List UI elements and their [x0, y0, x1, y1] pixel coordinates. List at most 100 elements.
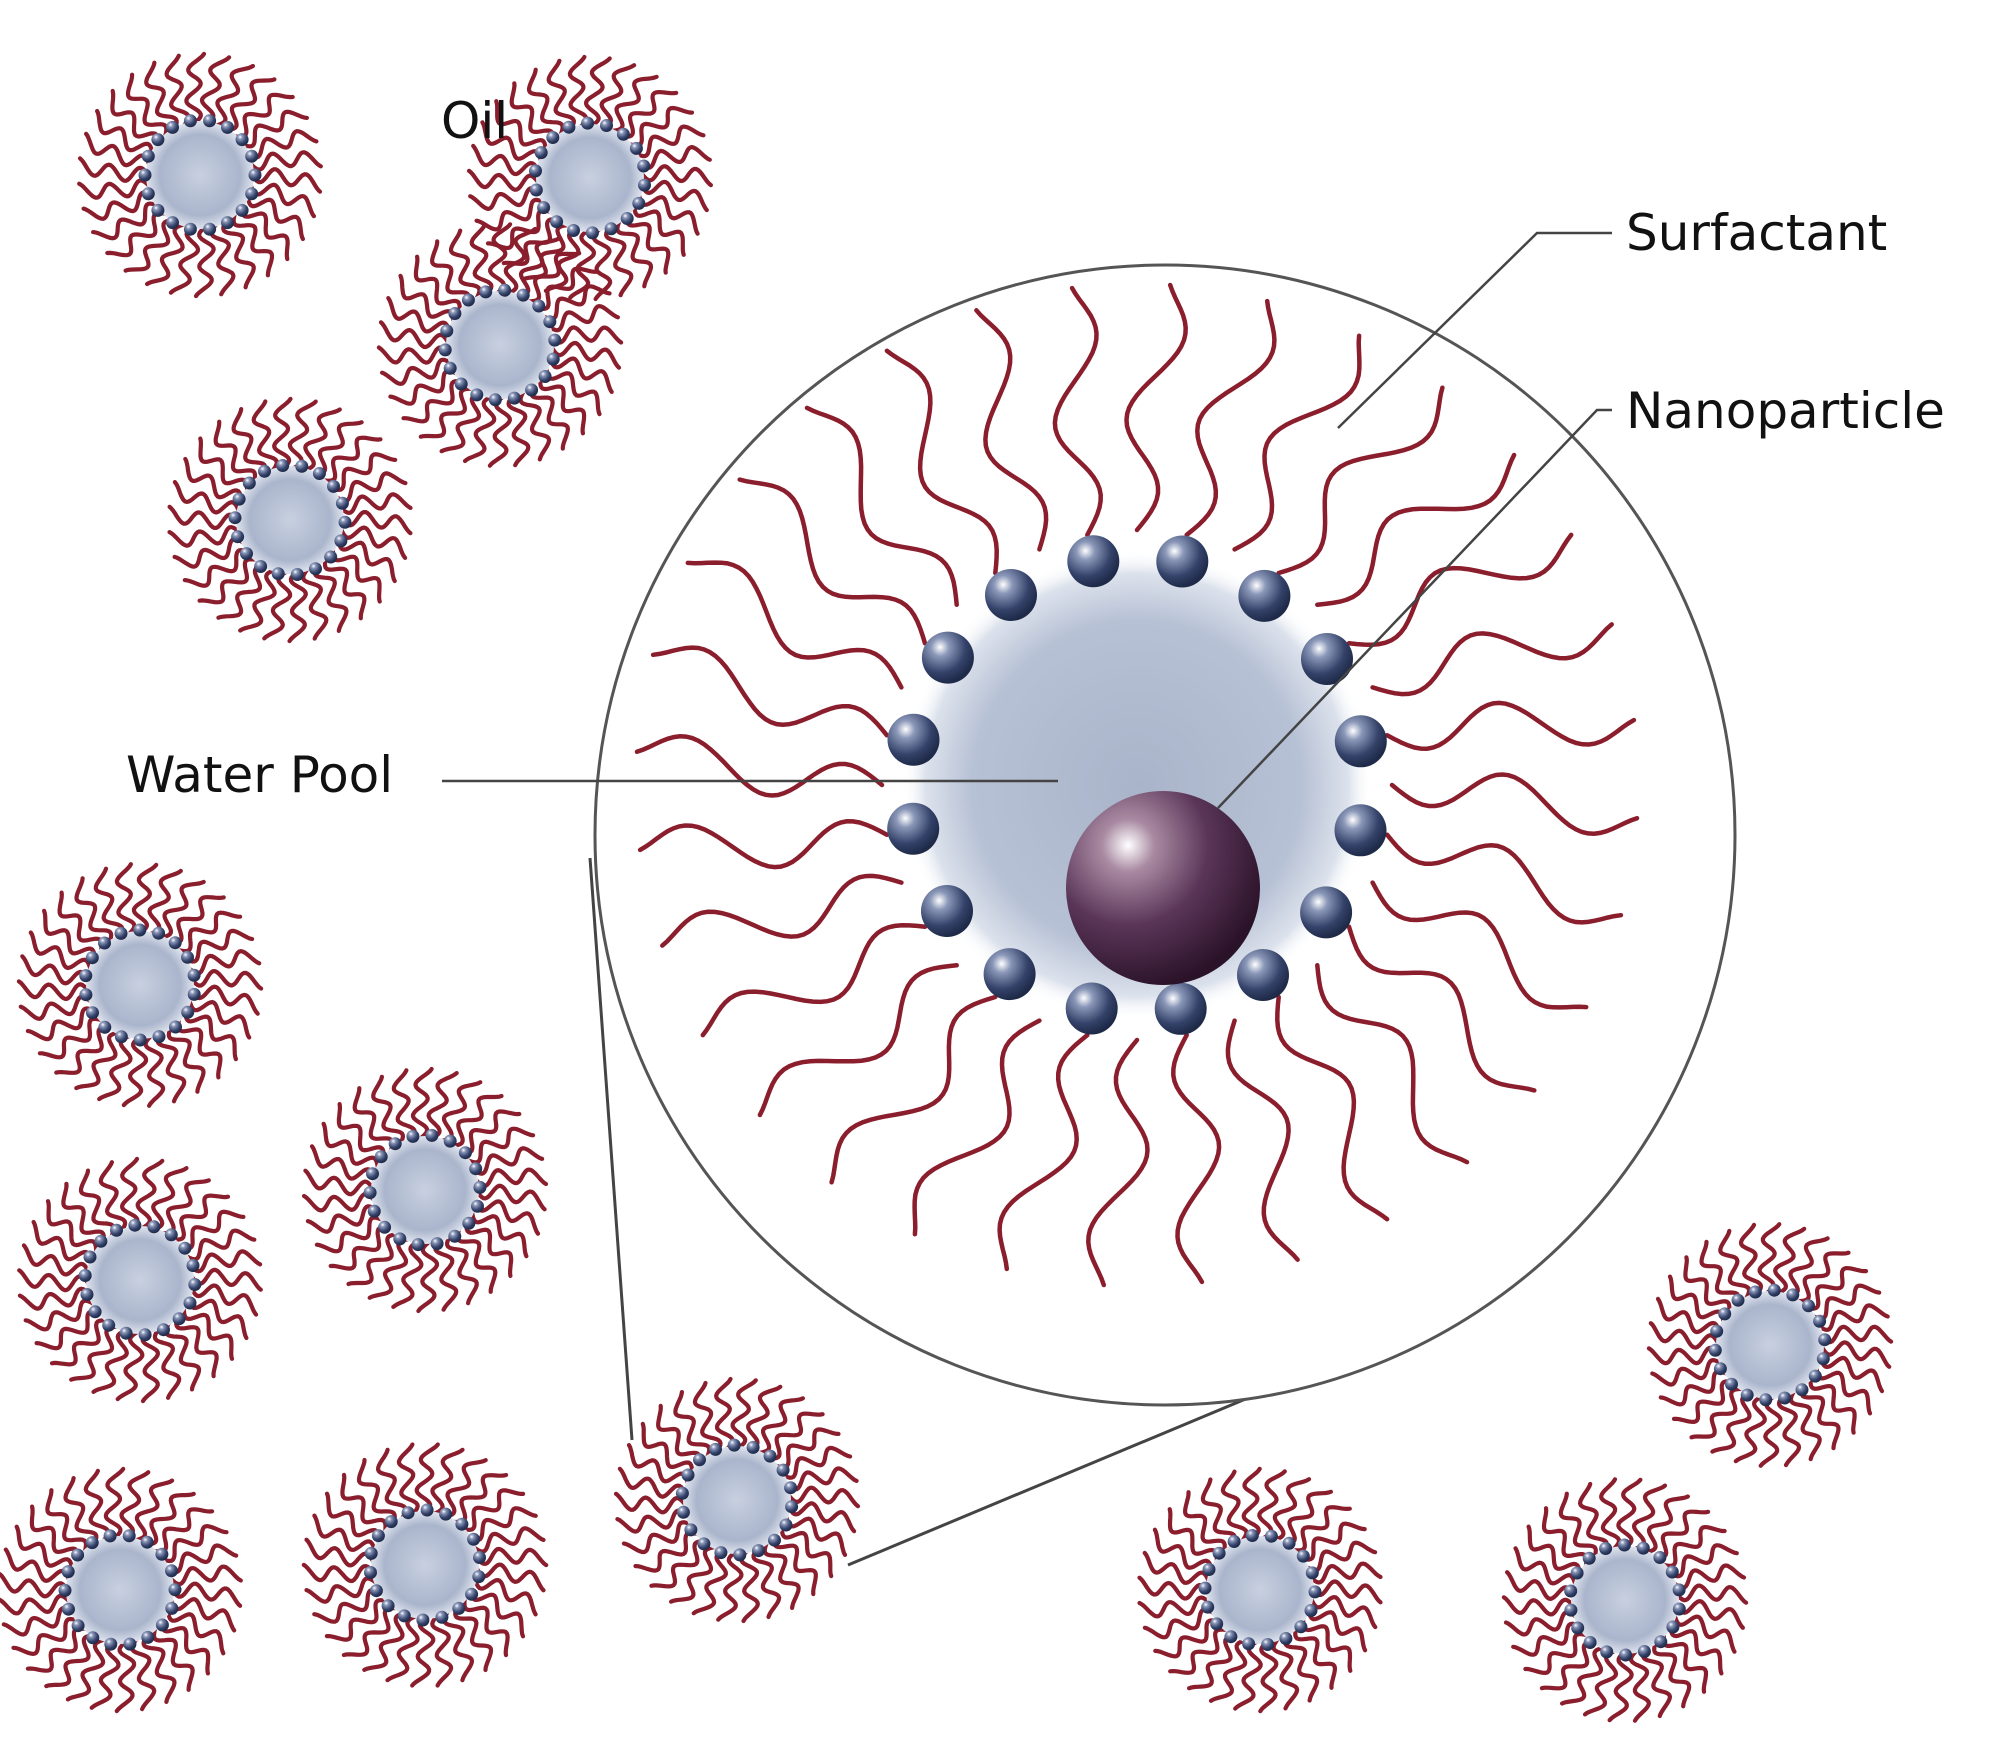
surfactant-head	[1300, 886, 1353, 939]
surfactant-tail	[119, 1156, 140, 1231]
surfactant-tail	[336, 537, 397, 584]
surfactant-head	[887, 713, 940, 766]
surfactant-tail	[152, 1507, 215, 1554]
surfactant-head	[1571, 1621, 1585, 1635]
surfactant-tail	[974, 308, 1049, 552]
surfactant-head	[467, 1532, 481, 1546]
surfactant-tail	[1298, 1521, 1367, 1562]
surfactant-tail	[239, 203, 290, 262]
enlarged-surfactant-tails	[634, 282, 1640, 1288]
surfactant-head	[324, 550, 338, 564]
surfactant-head	[779, 1518, 793, 1532]
surfactant-tail	[356, 1457, 397, 1526]
surfactant-head	[448, 1229, 462, 1243]
surfactant-tail	[440, 1080, 483, 1143]
surfactant-tail	[1818, 1355, 1885, 1394]
surfactant-head	[240, 547, 253, 561]
surfactant-tail	[141, 1632, 177, 1704]
surfactant-tail	[249, 167, 323, 194]
surfactant-head	[473, 1551, 486, 1564]
surfactant-tail	[324, 1598, 390, 1642]
surfactant-head	[1653, 1551, 1667, 1564]
surfactant-tail	[1667, 1274, 1726, 1324]
surfactant-head	[98, 1020, 112, 1034]
surfactant-head	[1202, 1563, 1216, 1576]
surfactant-head	[1665, 1565, 1679, 1579]
surfactant-tail	[248, 150, 323, 172]
surfactant-tail	[1816, 1303, 1890, 1333]
surfactant-tail	[182, 928, 255, 964]
surfactant-head	[443, 1134, 457, 1148]
surfactant-head	[1301, 633, 1353, 685]
surfactant-tail	[465, 1126, 536, 1165]
surfactant-head	[374, 1150, 388, 1164]
surfactant-tail	[1650, 1357, 1724, 1387]
surfactant-head	[1564, 1603, 1578, 1617]
surfactant-tail	[25, 1006, 98, 1042]
surfactant-head	[327, 479, 340, 493]
surfactant-head	[784, 1481, 798, 1495]
surfactant-head	[258, 464, 271, 478]
surfactant-tail	[160, 1618, 211, 1676]
surfactant-head	[776, 1463, 790, 1477]
surfactant-leader-line	[1337, 231, 1612, 429]
surfactant-tail	[1655, 1296, 1722, 1335]
surfactant-head	[1654, 1635, 1668, 1649]
surfactant-tail	[583, 56, 612, 129]
surfactant-tail	[197, 557, 259, 605]
small-micelle	[1646, 1222, 1894, 1468]
surfactant-head	[1156, 535, 1209, 588]
surfactant-tail	[1689, 1386, 1745, 1440]
surfactant-tail	[1142, 1550, 1211, 1586]
surfactant-head	[401, 1506, 415, 1520]
surfactant-tail	[779, 1524, 834, 1579]
surfactant-tail	[385, 1614, 420, 1683]
surfactant-tail	[1804, 1265, 1869, 1311]
surfactant-head	[384, 1515, 398, 1529]
surfactant-tail	[829, 994, 998, 1185]
surfactant-tail	[184, 1228, 257, 1262]
surfactant-tail	[737, 477, 928, 646]
surfactant-head	[78, 1269, 92, 1282]
surfactant-tail	[1275, 994, 1390, 1222]
surfactant-tail	[1304, 1540, 1378, 1573]
surfactant-tail	[336, 1102, 386, 1161]
surfactant-head	[141, 1630, 155, 1644]
surfactant-head	[98, 936, 111, 950]
surfactant-tail	[398, 273, 456, 324]
surfactant-tail	[549, 325, 624, 345]
surfactant-tail	[74, 1030, 122, 1091]
surfactant-tail	[501, 217, 561, 267]
surfactant-head	[768, 1533, 781, 1547]
small-micelle	[467, 54, 713, 302]
surfactant-head	[1759, 1393, 1773, 1407]
surfactant-tail	[1814, 1366, 1873, 1416]
surfactant-tail	[453, 1604, 494, 1673]
surfactant-tail	[151, 1166, 189, 1232]
surfactant-head	[746, 1440, 760, 1454]
surfactant-tail	[119, 1470, 151, 1541]
surfactant-head	[228, 511, 242, 525]
surfactant-head	[507, 391, 521, 405]
surfactant-tail	[534, 266, 599, 312]
surfactant-head	[155, 1618, 169, 1632]
leader-lines	[442, 231, 1612, 809]
surfactant-tail	[784, 1466, 859, 1492]
surfactant-head	[1778, 1391, 1792, 1405]
surfactant-tail	[1142, 1607, 1216, 1640]
surfactant-head	[983, 948, 1036, 1001]
surfactant-tail	[430, 1447, 465, 1516]
surfactant-head	[616, 127, 630, 141]
surfactant-tail	[410, 1066, 434, 1141]
surfactant-head	[620, 212, 634, 225]
surfactant-tail	[23, 1298, 96, 1332]
surfactant-tail	[639, 179, 709, 213]
surfactant-head	[534, 146, 548, 160]
surfactant-tail	[147, 868, 183, 937]
surfactant-head	[85, 951, 99, 965]
water-pool-small	[1206, 1536, 1314, 1644]
surfactant-head	[1617, 1538, 1631, 1552]
surfactant-tail	[1308, 1561, 1383, 1585]
surfactant-tail	[339, 510, 413, 536]
surfactant-head	[110, 1223, 123, 1237]
